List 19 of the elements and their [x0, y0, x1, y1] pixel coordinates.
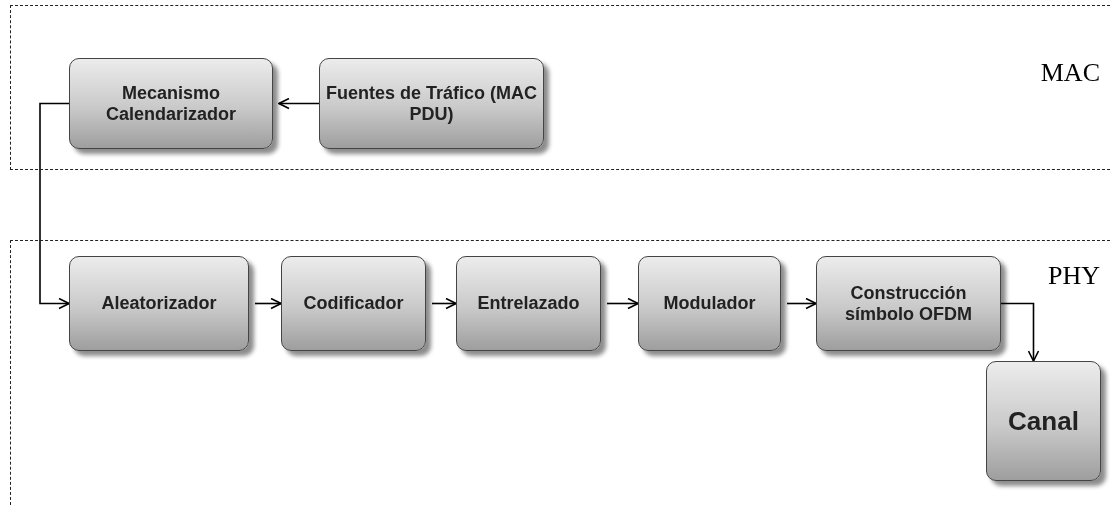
layer-label: MAC [1040, 58, 1100, 88]
arrow [278, 97, 320, 110]
layer-band [10, 5, 1110, 170]
process-box: Codificador [281, 256, 426, 351]
process-box: Entrelazado [456, 256, 601, 351]
process-box: Fuentes de Tráfico (MAC PDU) [319, 58, 544, 149]
arrow [1000, 302, 1040, 362]
process-box: Aleatorizador [69, 256, 249, 351]
arrow [786, 297, 817, 310]
process-box: Construcción símbolo OFDM [816, 256, 1001, 351]
process-box: Mecanismo Calendarizador [69, 58, 273, 149]
arrow [254, 297, 282, 310]
arrow [39, 102, 70, 310]
arrow [606, 297, 639, 310]
layer-band [10, 240, 1110, 505]
process-box: Modulador [638, 256, 781, 351]
layer-label: PHY [1048, 261, 1100, 291]
process-box: Canal [986, 361, 1101, 481]
arrow [431, 297, 457, 310]
